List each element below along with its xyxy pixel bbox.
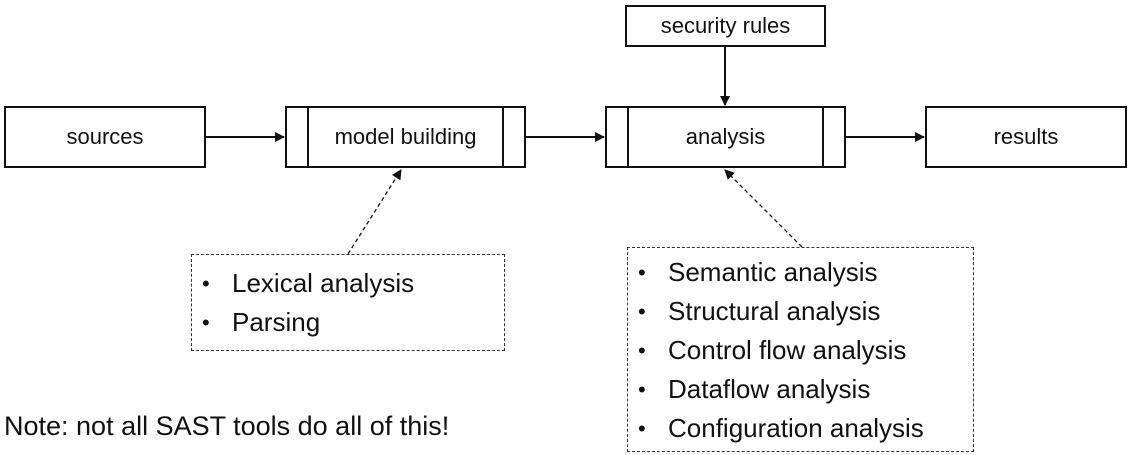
security-rules-label: security rules (660, 13, 791, 38)
process-bar-right (502, 108, 504, 166)
model-building-steps-box: Lexical analysis Parsing (191, 254, 505, 351)
results-label: results (993, 124, 1059, 149)
model-building-box: model building (285, 106, 526, 168)
list-item: Control flow analysis (628, 331, 973, 370)
list-item: Configuration analysis (628, 409, 973, 448)
dashed-arrow-steps-to-model-building (347, 169, 402, 255)
list-item: Lexical analysis (192, 264, 504, 303)
process-bar-right (822, 108, 824, 166)
analysis-box: analysis (605, 106, 846, 168)
sast-note: Note: not all SAST tools do all of this! (4, 411, 450, 441)
process-bar-left (627, 108, 629, 166)
process-bar-left (307, 108, 309, 166)
list-item: Structural analysis (628, 292, 973, 331)
list-item: Dataflow analysis (628, 370, 973, 409)
list-item: Semantic analysis (628, 253, 973, 292)
model-building-label: model building (334, 124, 477, 149)
sources-label: sources (66, 124, 144, 149)
security-rules-box: security rules (625, 5, 826, 47)
dashed-arrow-steps-to-analysis (724, 169, 803, 248)
analysis-label: analysis (685, 124, 766, 149)
results-box: results (925, 106, 1127, 168)
sources-box: sources (4, 106, 206, 168)
list-item: Parsing (192, 303, 504, 342)
analysis-steps-box: Semantic analysis Structural analysis Co… (627, 247, 974, 452)
